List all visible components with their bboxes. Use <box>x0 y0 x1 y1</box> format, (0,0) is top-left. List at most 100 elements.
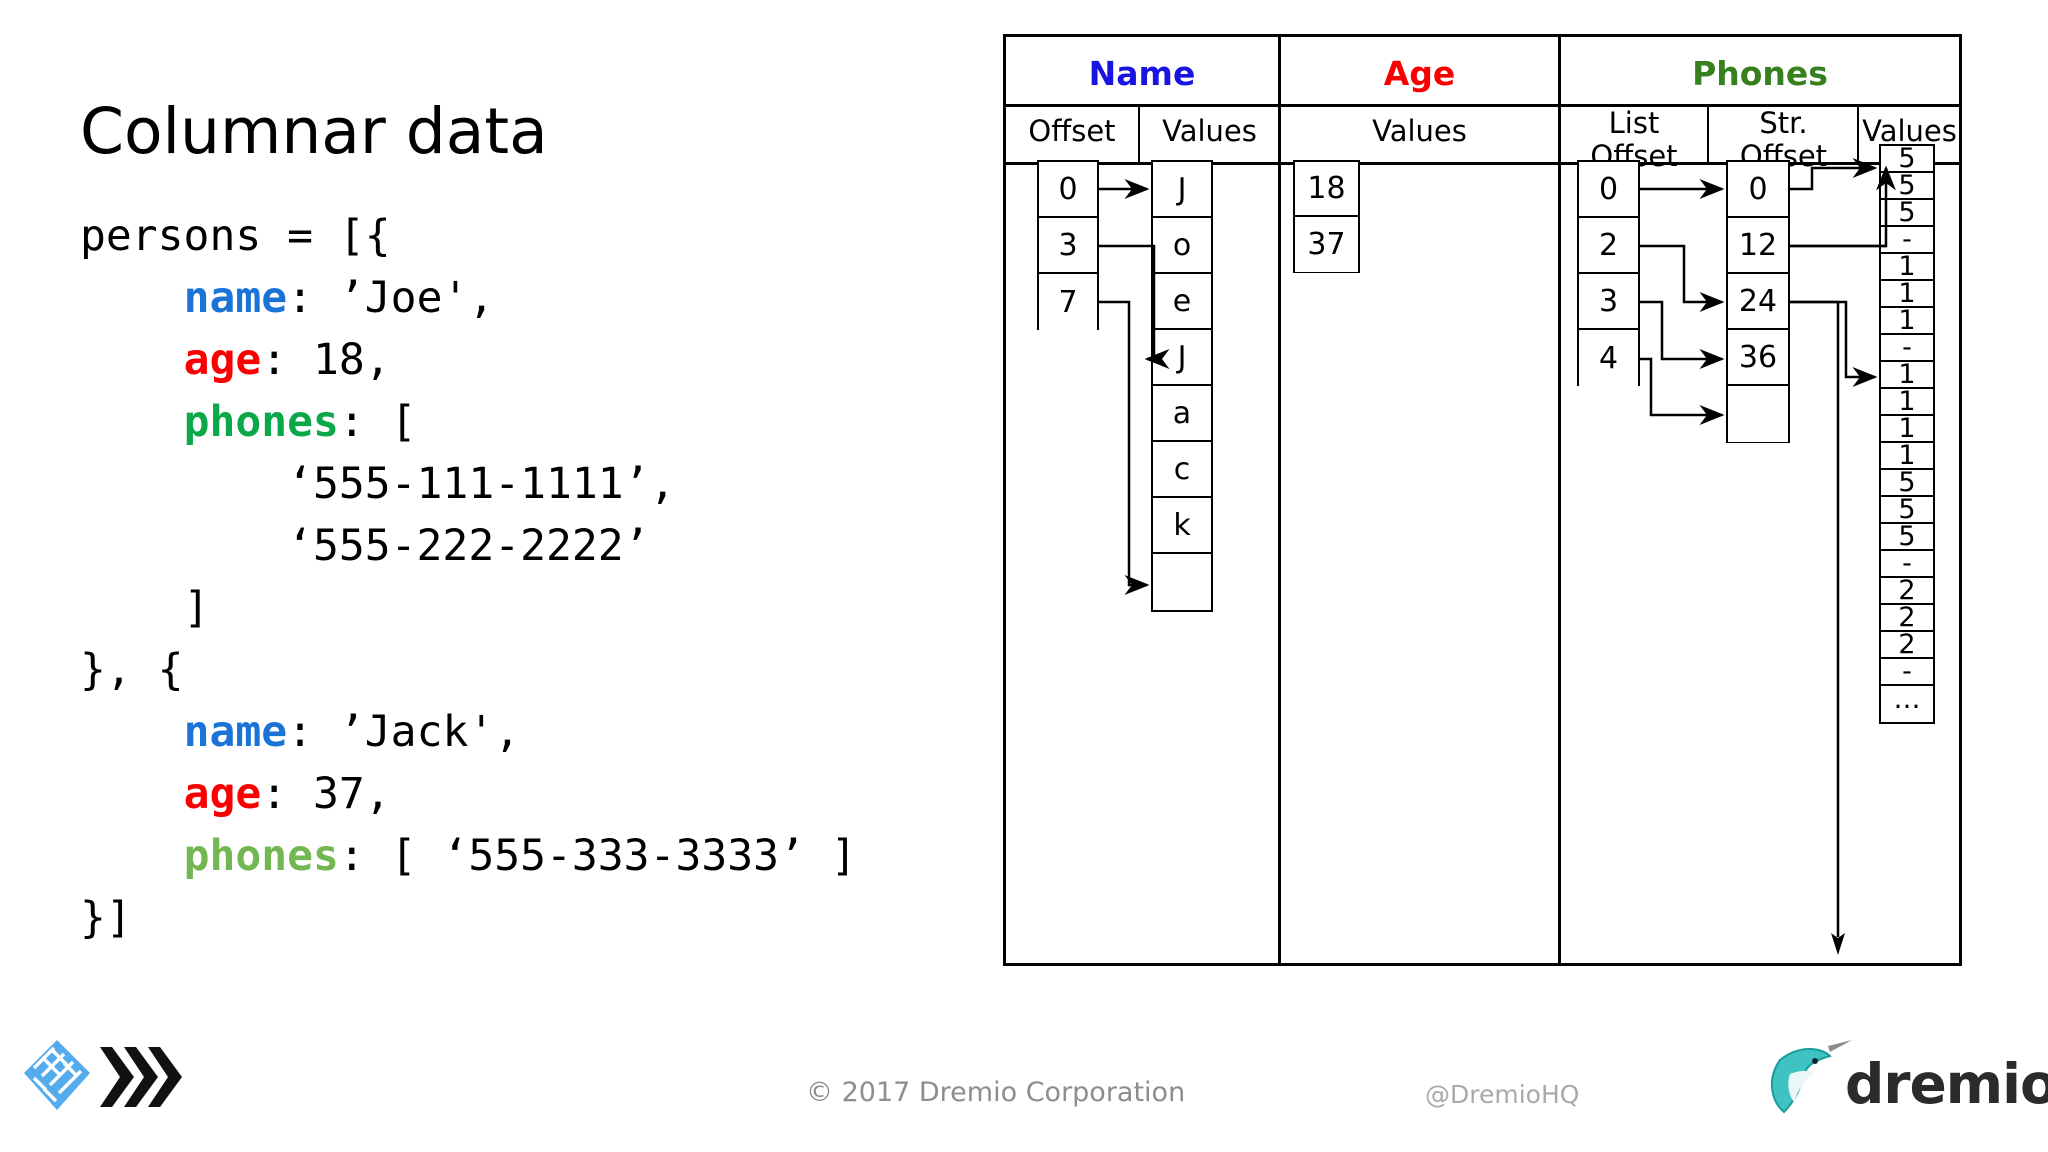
code-text: }] <box>80 893 132 943</box>
subheader-phones-values: Values <box>1862 114 1957 148</box>
code-text <box>80 273 184 323</box>
phones-value-cell: - <box>1881 656 1933 687</box>
name-value-cell: e <box>1153 274 1211 330</box>
name-value-cell: o <box>1153 218 1211 274</box>
group-divider-name-age <box>1278 37 1281 963</box>
subheader-name-values: Values <box>1162 114 1257 148</box>
footer-social-handle: @DremioHQ <box>1425 1080 1580 1109</box>
subheader-str-line1: Str. <box>1759 106 1808 140</box>
phones-value-cell: 1 <box>1881 305 1933 336</box>
name-value-cell: J <box>1153 162 1211 218</box>
phones-value-cell: 5 <box>1881 467 1933 498</box>
phones-value-cell: 1 <box>1881 440 1933 471</box>
phones-value-cell: 2 <box>1881 575 1933 606</box>
code-text: : ’Jack', <box>287 707 521 757</box>
code-text: ‘555-222-2222’ <box>80 521 650 571</box>
code-line: ] <box>80 577 857 639</box>
phones-value-cell: 2 <box>1881 629 1933 660</box>
age-value-cell: 37 <box>1295 217 1358 272</box>
phones-value-cell: 5 <box>1881 143 1933 174</box>
code-line: phones: [ ‘555-333-3333’ ] <box>80 825 857 887</box>
code-line: ‘555-222-2222’ <box>80 515 857 577</box>
footer-copyright: © 2017 Dremio Corporation <box>806 1077 1186 1108</box>
phones-value-cell: - <box>1881 224 1933 255</box>
code-keyword: name <box>183 707 288 757</box>
phones-value-cell: 1 <box>1881 278 1933 309</box>
phones-value-cell: … <box>1881 684 1933 715</box>
code-text <box>80 335 184 385</box>
code-text <box>80 831 184 881</box>
phones-list-offset-cell: 2 <box>1579 218 1638 274</box>
subdivider-list-str <box>1707 104 1709 162</box>
code-line: age: 37, <box>80 763 857 825</box>
subheader-list-line1: List <box>1608 106 1660 140</box>
code-line: phones: [ <box>80 391 857 453</box>
code-keyword: phones <box>183 831 339 881</box>
phones-list-offset-cell: 4 <box>1579 330 1638 386</box>
code-text <box>80 397 184 447</box>
code-keyword: phones <box>183 397 339 447</box>
code-line: }, { <box>80 639 857 701</box>
phones-value-cell: 5 <box>1881 494 1933 525</box>
phones-list-offset-cell: 3 <box>1579 274 1638 330</box>
column-group-name: Name <box>1088 54 1196 93</box>
phones-value-cell: 1 <box>1881 359 1933 390</box>
code-text: }, { <box>80 645 184 695</box>
code-text: : [ ‘555-333-3333’ ] <box>338 831 857 881</box>
phones-value-cell: 2 <box>1881 602 1933 633</box>
code-line: name: ’Joe', <box>80 267 857 329</box>
column-group-age: Age <box>1383 54 1456 93</box>
phones-str-offset-cell: 24 <box>1728 274 1788 330</box>
name-value-cell: J <box>1153 330 1211 386</box>
dremio-narwhal-icon <box>1770 1040 1852 1114</box>
dremio-wordmark: dremio <box>1845 1052 2048 1116</box>
group-divider-age-phones <box>1558 37 1561 963</box>
arrow-chevrons-logo-icon <box>100 1047 182 1107</box>
subdivider-str-values <box>1857 104 1859 162</box>
name-value-cell: k <box>1153 498 1211 554</box>
down-arrow-head <box>1831 933 1845 955</box>
name-value-cell <box>1153 554 1211 610</box>
code-keyword: name <box>183 273 288 323</box>
code-line: }] <box>80 887 857 949</box>
phones-value-cell: - <box>1881 332 1933 363</box>
phones-value-cell: 1 <box>1881 413 1933 444</box>
phones-value-cell: 1 <box>1881 386 1933 417</box>
code-line: age: 18, <box>80 329 857 391</box>
subheader-age-values: Values <box>1372 114 1467 148</box>
code-line: persons = [{ <box>80 205 857 267</box>
code-keyword: age <box>183 769 262 819</box>
code-text: ‘555-111-1111’, <box>80 459 676 509</box>
phones-str-offset-cell: 12 <box>1728 218 1788 274</box>
phones-value-cell: 5 <box>1881 521 1933 552</box>
code-line: name: ’Jack', <box>80 701 857 763</box>
name-value-cell: c <box>1153 442 1211 498</box>
phones-str-offset-cell: 36 <box>1728 330 1788 386</box>
name-offset-cell: 7 <box>1039 274 1097 330</box>
code-text: : ’Joe', <box>287 273 495 323</box>
column-group-phones: Phones <box>1692 54 1828 93</box>
subdivider-name-offset-values <box>1138 104 1140 162</box>
pointer-arrows <box>1099 158 1896 955</box>
code-text: : 18, <box>261 335 391 385</box>
phones-str-offset-cell <box>1728 386 1788 442</box>
phones-value-cell: 1 <box>1881 251 1933 282</box>
subheader-name-offset: Offset <box>1028 114 1116 148</box>
code-text: : 37, <box>261 769 391 819</box>
phones-list-offset-cell: 0 <box>1579 162 1638 218</box>
name-offset-cell: 0 <box>1039 162 1097 218</box>
code-text: ] <box>80 583 210 633</box>
columnar-layout-table: Name Age Phones Offset Values Values Lis… <box>1003 34 1962 966</box>
header-divider-1 <box>1006 104 1959 107</box>
code-text <box>80 707 184 757</box>
page-title: Columnar data <box>80 95 548 168</box>
age-value-cell: 18 <box>1295 162 1358 217</box>
name-offset-cell: 3 <box>1039 218 1097 274</box>
